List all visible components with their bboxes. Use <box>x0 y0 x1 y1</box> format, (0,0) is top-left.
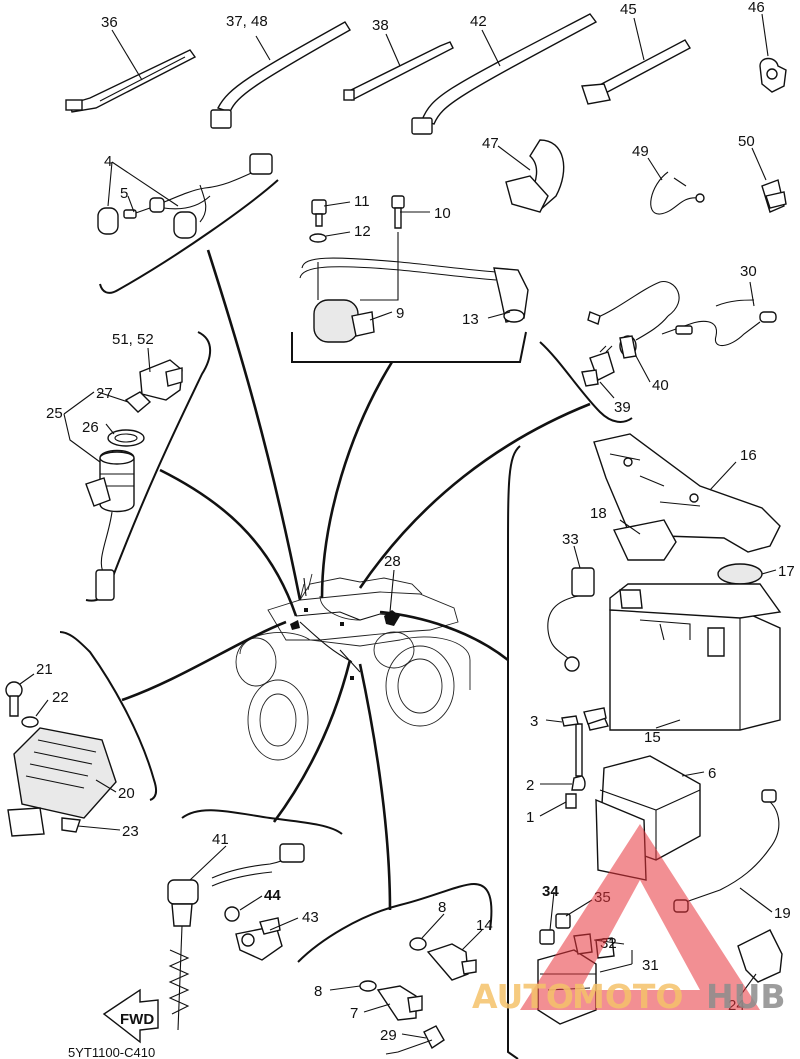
wire-harness-4 <box>97 153 273 239</box>
part-label-50: 50 <box>738 133 755 150</box>
cable-tie-36 <box>65 49 197 113</box>
part-label-20: 20 <box>118 785 135 802</box>
part-label-22: 22 <box>52 689 69 706</box>
part-label-7: 7 <box>350 1005 358 1022</box>
part-label-25: 25 <box>46 405 63 422</box>
atv-outline <box>235 573 471 761</box>
leader-lines <box>19 13 777 1039</box>
part-label-1: 1 <box>526 809 534 826</box>
cable-tie-38 <box>343 41 454 101</box>
part-label-23: 23 <box>122 823 139 840</box>
rectifier-group <box>5 681 117 837</box>
part-label-43: 43 <box>302 909 319 926</box>
part-label-34: 34 <box>542 883 559 900</box>
part-label-37-48: 37, 48 <box>226 13 268 30</box>
part-label-6: 6 <box>708 765 716 782</box>
part-label-31: 31 <box>642 957 659 974</box>
callout-frame-ignition <box>291 331 527 363</box>
watermark-triangle-logo <box>520 824 760 1010</box>
fwd-label: FWD <box>120 1011 154 1028</box>
cable-tie-37-48 <box>210 21 351 129</box>
part-label-2: 2 <box>526 777 534 794</box>
part-label-8-lower: 8 <box>314 983 322 1000</box>
part-label-3: 3 <box>530 713 538 730</box>
battery-group <box>547 433 782 731</box>
part-label-26: 26 <box>82 419 99 436</box>
callout-frame-rectifier <box>59 631 158 801</box>
part-label-12: 12 <box>354 223 371 240</box>
battery-area-divider <box>507 445 521 1059</box>
part-label-5: 5 <box>120 185 128 202</box>
part-label-17: 17 <box>778 563 795 580</box>
clamp-50 <box>761 179 787 213</box>
part-label-51-52: 51, 52 <box>112 331 154 348</box>
part-label-40: 40 <box>652 377 669 394</box>
part-label-4: 4 <box>104 153 112 170</box>
ignition-coil-group <box>299 195 529 343</box>
part-label-41: 41 <box>212 831 229 848</box>
callout-connectors <box>121 249 591 911</box>
part-label-21: 21 <box>36 661 53 678</box>
part-label-36: 36 <box>101 14 118 31</box>
part-label-15: 15 <box>644 729 661 746</box>
part-label-11: 11 <box>354 193 370 210</box>
watermark-brand-hub: HUB <box>706 977 786 1016</box>
part-label-29: 29 <box>380 1027 397 1044</box>
forward-direction-indicator: FWD <box>102 988 159 1044</box>
part-label-28: 28 <box>384 553 401 570</box>
part-label-10: 10 <box>434 205 451 222</box>
watermark: AUTO MOTO HUB <box>472 824 786 1016</box>
part-label-18: 18 <box>590 505 607 522</box>
cable-tie-45 <box>581 39 691 105</box>
cable-tie-42 <box>411 13 598 135</box>
callout-frame-relay-lower <box>297 882 493 963</box>
part-label-45: 45 <box>620 1 637 18</box>
wire-clip-49 <box>650 171 705 215</box>
main-switch-group <box>85 359 183 601</box>
part-label-9: 9 <box>396 305 404 322</box>
callout-frame-harness <box>99 179 279 294</box>
part-label-16: 16 <box>740 447 757 464</box>
part-label-33: 33 <box>562 531 579 548</box>
part-label-46: 46 <box>748 0 765 16</box>
watermark-brand-auto: AUTO <box>472 977 574 1016</box>
sensor-group <box>581 281 777 387</box>
part-label-39: 39 <box>614 399 631 416</box>
diagram-code: 5YT1100-C410 <box>68 1045 155 1059</box>
part-label-8-upper: 8 <box>438 899 446 916</box>
clamp-46 <box>759 57 787 93</box>
clamp-47 <box>505 139 565 213</box>
part-label-27: 27 <box>96 385 113 402</box>
callout-frame-neutral-switch <box>181 809 343 835</box>
part-label-42: 42 <box>470 13 487 30</box>
part-label-38: 38 <box>372 17 389 34</box>
watermark-brand-moto: MOTO <box>572 977 683 1016</box>
callout-frame-sensors <box>539 341 633 423</box>
part-label-44: 44 <box>264 887 281 904</box>
part-label-19: 19 <box>774 905 791 922</box>
part-label-13: 13 <box>462 311 479 328</box>
neutral-switch-group <box>167 843 305 1031</box>
part-label-14: 14 <box>476 917 493 934</box>
part-label-49: 49 <box>632 143 649 160</box>
part-labels: 36 37, 48 38 42 45 46 47 49 50 4 5 11 10… <box>36 0 795 1044</box>
part-label-30: 30 <box>740 263 757 280</box>
relay-lower-group <box>359 937 477 1055</box>
part-label-47: 47 <box>482 135 499 152</box>
